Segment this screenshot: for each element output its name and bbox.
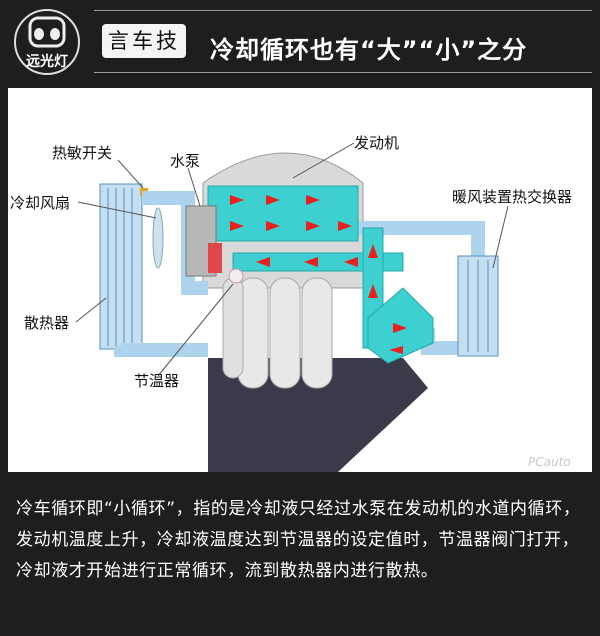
label-engine: 发动机 — [354, 134, 399, 152]
divider — [94, 10, 592, 11]
water-pump — [185, 205, 222, 277]
heater-core — [457, 255, 499, 357]
cooling-fan — [152, 207, 164, 269]
leader-lines — [75, 142, 509, 377]
cooling-diagram: 热敏开关 水泵 发动机 冷却风扇 暖风装置热交换器 散热器 节温器 PCauto — [8, 88, 592, 472]
exhaust-manifold — [208, 358, 428, 472]
label-thermostat: 节温器 — [134, 372, 179, 390]
divider — [94, 72, 592, 73]
logo-text: 远光灯 — [26, 53, 68, 70]
label-cooling-fan: 冷却风扇 — [10, 194, 70, 212]
description-text: 冷车循环即“小循环”，指的是冷却液只经过水泵在发动机的水道内循环，发动机温度上升… — [16, 499, 581, 581]
watermark: PCauto — [528, 455, 571, 469]
radiator — [99, 183, 148, 350]
logo: 远光灯 — [14, 9, 80, 75]
section-badge: 言车技 — [102, 24, 186, 58]
flow-arrows — [230, 195, 407, 354]
page-title: 冷却循环也有“大”“小”之分 — [210, 36, 528, 64]
label-heater-core: 暖风装置热交换器 — [452, 188, 572, 206]
label-water-pump: 水泵 — [170, 152, 200, 170]
label-thermo-switch: 热敏开关 — [52, 144, 112, 162]
label-radiator: 散热器 — [24, 314, 69, 332]
thermostat — [228, 268, 244, 284]
